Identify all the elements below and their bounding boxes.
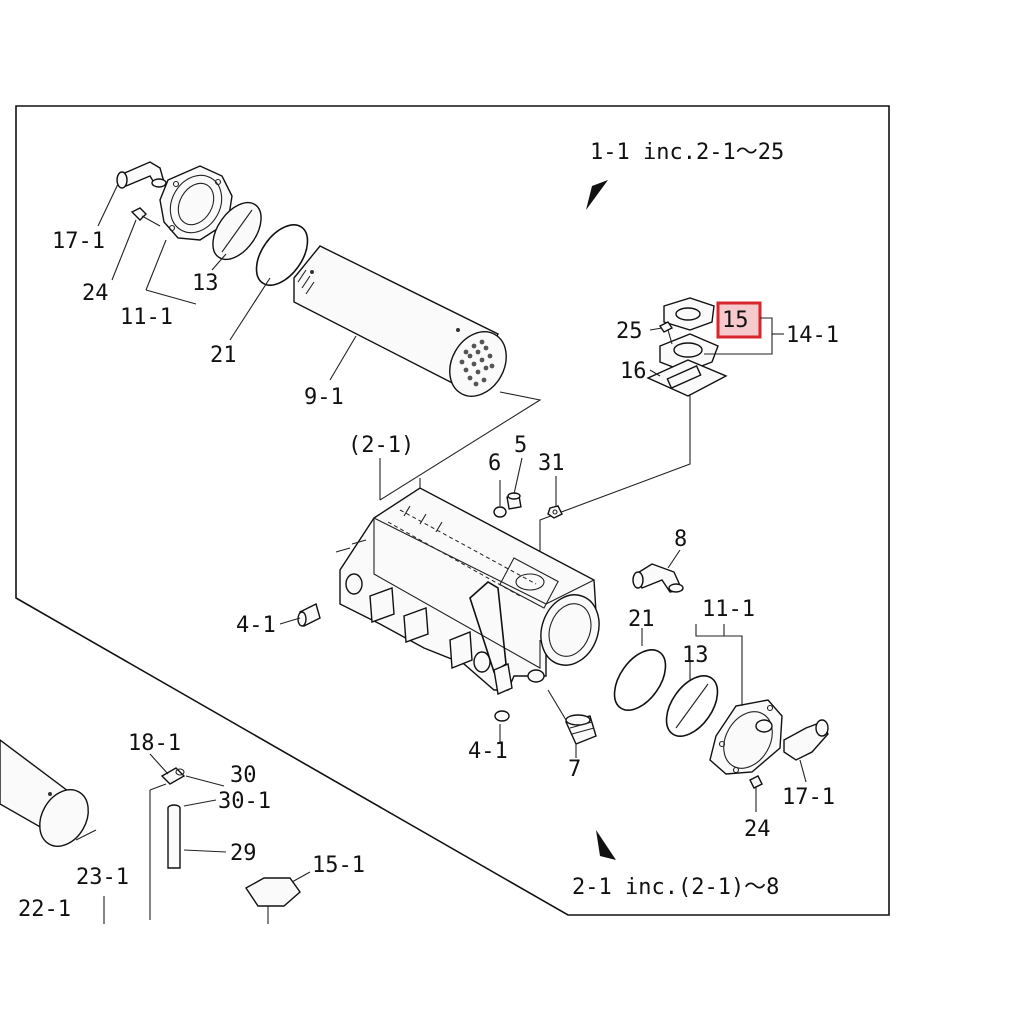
label-23-1: 23-1: [76, 865, 129, 890]
tube-bundle: [293, 245, 507, 397]
label-30: 30: [230, 763, 257, 788]
label-29: 29: [230, 841, 257, 866]
gasket-lower: [665, 675, 719, 737]
elbow-fitting-upper: [116, 161, 167, 189]
label-13-lower: 13: [682, 643, 709, 668]
note-upper: 1-1 inc.2-1～25: [590, 140, 784, 165]
fitting-18-1: [160, 767, 186, 785]
label-24-upper: 24: [82, 281, 109, 306]
label-21-lower: 21: [628, 607, 655, 632]
plug-4-1-bottom: [494, 710, 510, 722]
o-ring-lower: [613, 649, 667, 711]
bolt-lower: [749, 775, 763, 812]
label-22-1: 22-1: [18, 897, 71, 922]
tube-29: [167, 804, 181, 869]
bolt-flange: [658, 321, 674, 345]
label-6: 6: [488, 451, 501, 476]
o-ring-upper: [255, 224, 309, 286]
label-16: 16: [620, 359, 647, 384]
label-25: 25: [616, 319, 643, 344]
plug-4-1-left: [297, 602, 321, 628]
label-24-lower: 24: [744, 817, 771, 842]
gasket-upper: [212, 201, 262, 261]
label-11-1-lower: 11-1: [702, 597, 755, 622]
cylinder-22-1: [0, 739, 89, 847]
label-13-upper: 13: [192, 271, 219, 296]
elbow-fitting-lower: [783, 719, 829, 761]
cooler-body: [335, 478, 600, 695]
plug-5: [506, 492, 522, 510]
arrow-lower-icon: [596, 830, 616, 860]
end-cover-lower: [709, 699, 783, 775]
label-30-1: 30-1: [218, 789, 271, 814]
label-2-1: (2-1): [348, 433, 414, 458]
label-4-1-left: 4-1: [236, 613, 276, 638]
note-lower: 2-1 inc.(2-1)～8: [572, 875, 779, 900]
label-5: 5: [514, 433, 527, 458]
label-15-1: 15-1: [312, 853, 365, 878]
label-17-1-lower: 17-1: [782, 785, 835, 810]
nut-31: [547, 505, 563, 519]
label-18-1: 18-1: [128, 731, 181, 756]
washer-6: [493, 506, 507, 518]
bolt-upper: [130, 207, 161, 227]
label-9-1: 9-1: [304, 385, 344, 410]
fitting-7: [565, 714, 597, 745]
label-21-upper: 21: [210, 343, 237, 368]
label-8: 8: [674, 527, 687, 552]
arrow-upper-icon: [586, 180, 608, 210]
label-31: 31: [538, 451, 565, 476]
diagram-frame: [15, 105, 890, 916]
highlight-box: [716, 301, 762, 339]
label-11-1-upper: 11-1: [120, 305, 173, 330]
elbow-8: [632, 563, 684, 593]
cover-15-1: [244, 877, 301, 924]
label-14-1: 14-1: [786, 323, 839, 348]
label-15: 15: [722, 308, 749, 333]
label-17-1-upper: 17-1: [52, 229, 105, 254]
label-7: 7: [568, 757, 581, 782]
flange-assembly: [646, 297, 728, 397]
end-cover-upper: [159, 165, 233, 241]
label-4-1-bottom: 4-1: [468, 739, 508, 764]
tube-line-18-1: [149, 783, 167, 920]
